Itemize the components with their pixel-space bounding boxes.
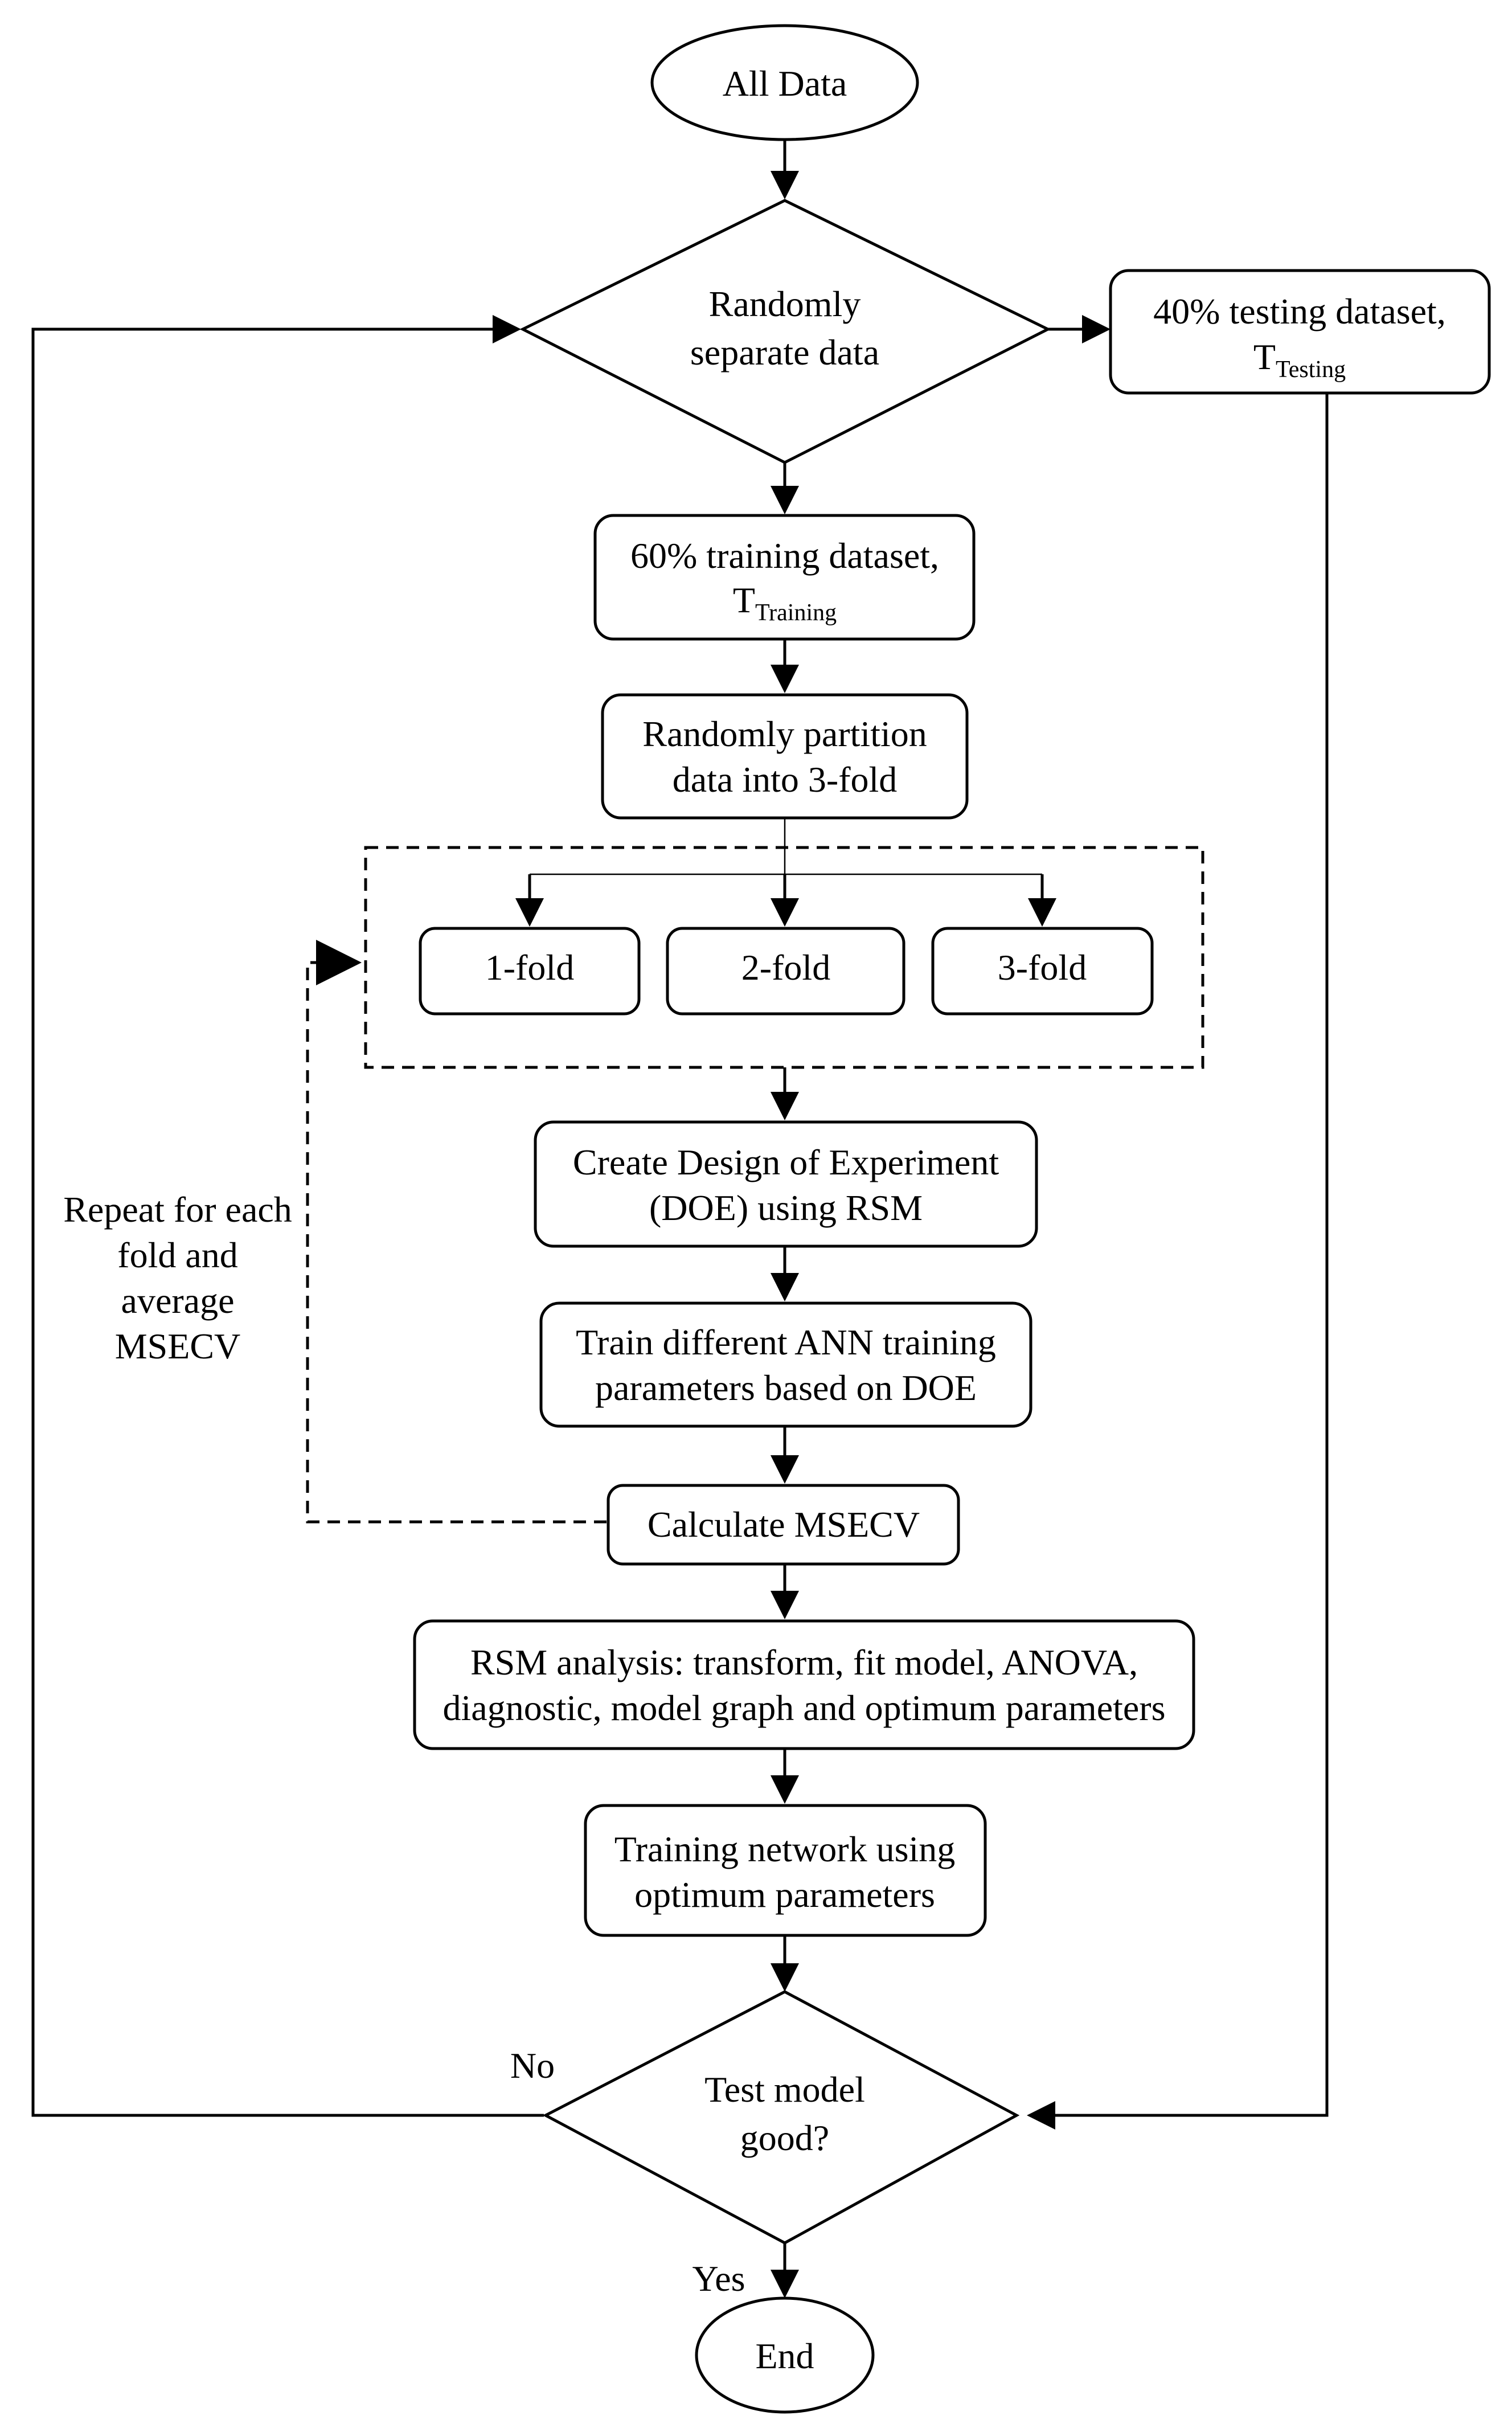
optimum-training-box [584,1804,987,1937]
train-ann-label-line1: Train different ANN training [576,1322,996,1362]
testing-symbol: T [1253,337,1276,377]
partition-box [601,693,969,820]
train-ann-box [539,1301,1032,1428]
repeat-label-line4: MSECV [115,1326,241,1366]
msecv-box [607,1484,960,1566]
fold-2-label: 2-fold [741,947,830,988]
repeat-label-line1: Repeat for each [63,1189,292,1230]
partition-label-line1: Randomly partition [642,714,927,754]
separate-label-line1: Randomly [709,284,861,324]
test-model-decision [542,1990,1020,2245]
testing-subscript: Testing [1276,357,1346,383]
repeat-label-line3: average [121,1280,235,1321]
yes-label: Yes [692,2258,745,2299]
train-ann-label-line2: parameters based on DOE [595,1368,977,1408]
fold-3-label: 3-fold [998,947,1087,988]
rsm-label-line2: diagnostic, model graph and optimum para… [443,1688,1166,1728]
training-subscript: Training [755,600,837,626]
folds-group [364,846,1204,1069]
start-label: All Data [723,63,847,104]
training-dataset-box [593,514,976,641]
decision-label-line1: Test model [704,2069,865,2110]
doe-box [534,1120,1038,1248]
end-node [695,2296,875,2414]
training-label-line1: 60% training dataset, [630,535,939,576]
training-label-line2: TTraining [733,580,837,626]
optimum-label-line1: Training network using [614,1829,956,1869]
testing-to-decision-line [1027,393,1329,2130]
fold-1-label: 1-fold [485,947,574,988]
doe-label-line2: (DOE) using RSM [649,1188,923,1228]
end-label: End [755,2336,814,2376]
rsm-analysis-box [413,1619,1195,1750]
separate-decision [519,199,1051,464]
decision-label-line2: good? [740,2118,829,2158]
no-label: No [510,2045,555,2086]
testing-label-line1: 40% testing dataset, [1153,291,1446,331]
rsm-label-line1: RSM analysis: transform, fit model, ANOV… [470,1642,1138,1682]
testing-dataset-box [1109,269,1491,395]
training-symbol: T [733,580,755,620]
testing-label-line2: TTesting [1253,337,1346,383]
fold-3-box [931,927,1154,1016]
msecv-label: Calculate MSECV [648,1504,920,1545]
doe-label-line1: Create Design of Experiment [573,1142,999,1182]
no-loop-line [31,315,544,2117]
optimum-label-line2: optimum parameters [634,1874,935,1915]
fold-1-box [419,927,641,1016]
separate-label-line2: separate data [690,332,879,372]
fold-2-box [666,927,905,1016]
start-node [650,24,919,141]
partition-label-line2: data into 3-fold [673,759,898,800]
repeat-label-line2: fold and [117,1235,238,1275]
repeat-loop-line [306,940,607,1524]
